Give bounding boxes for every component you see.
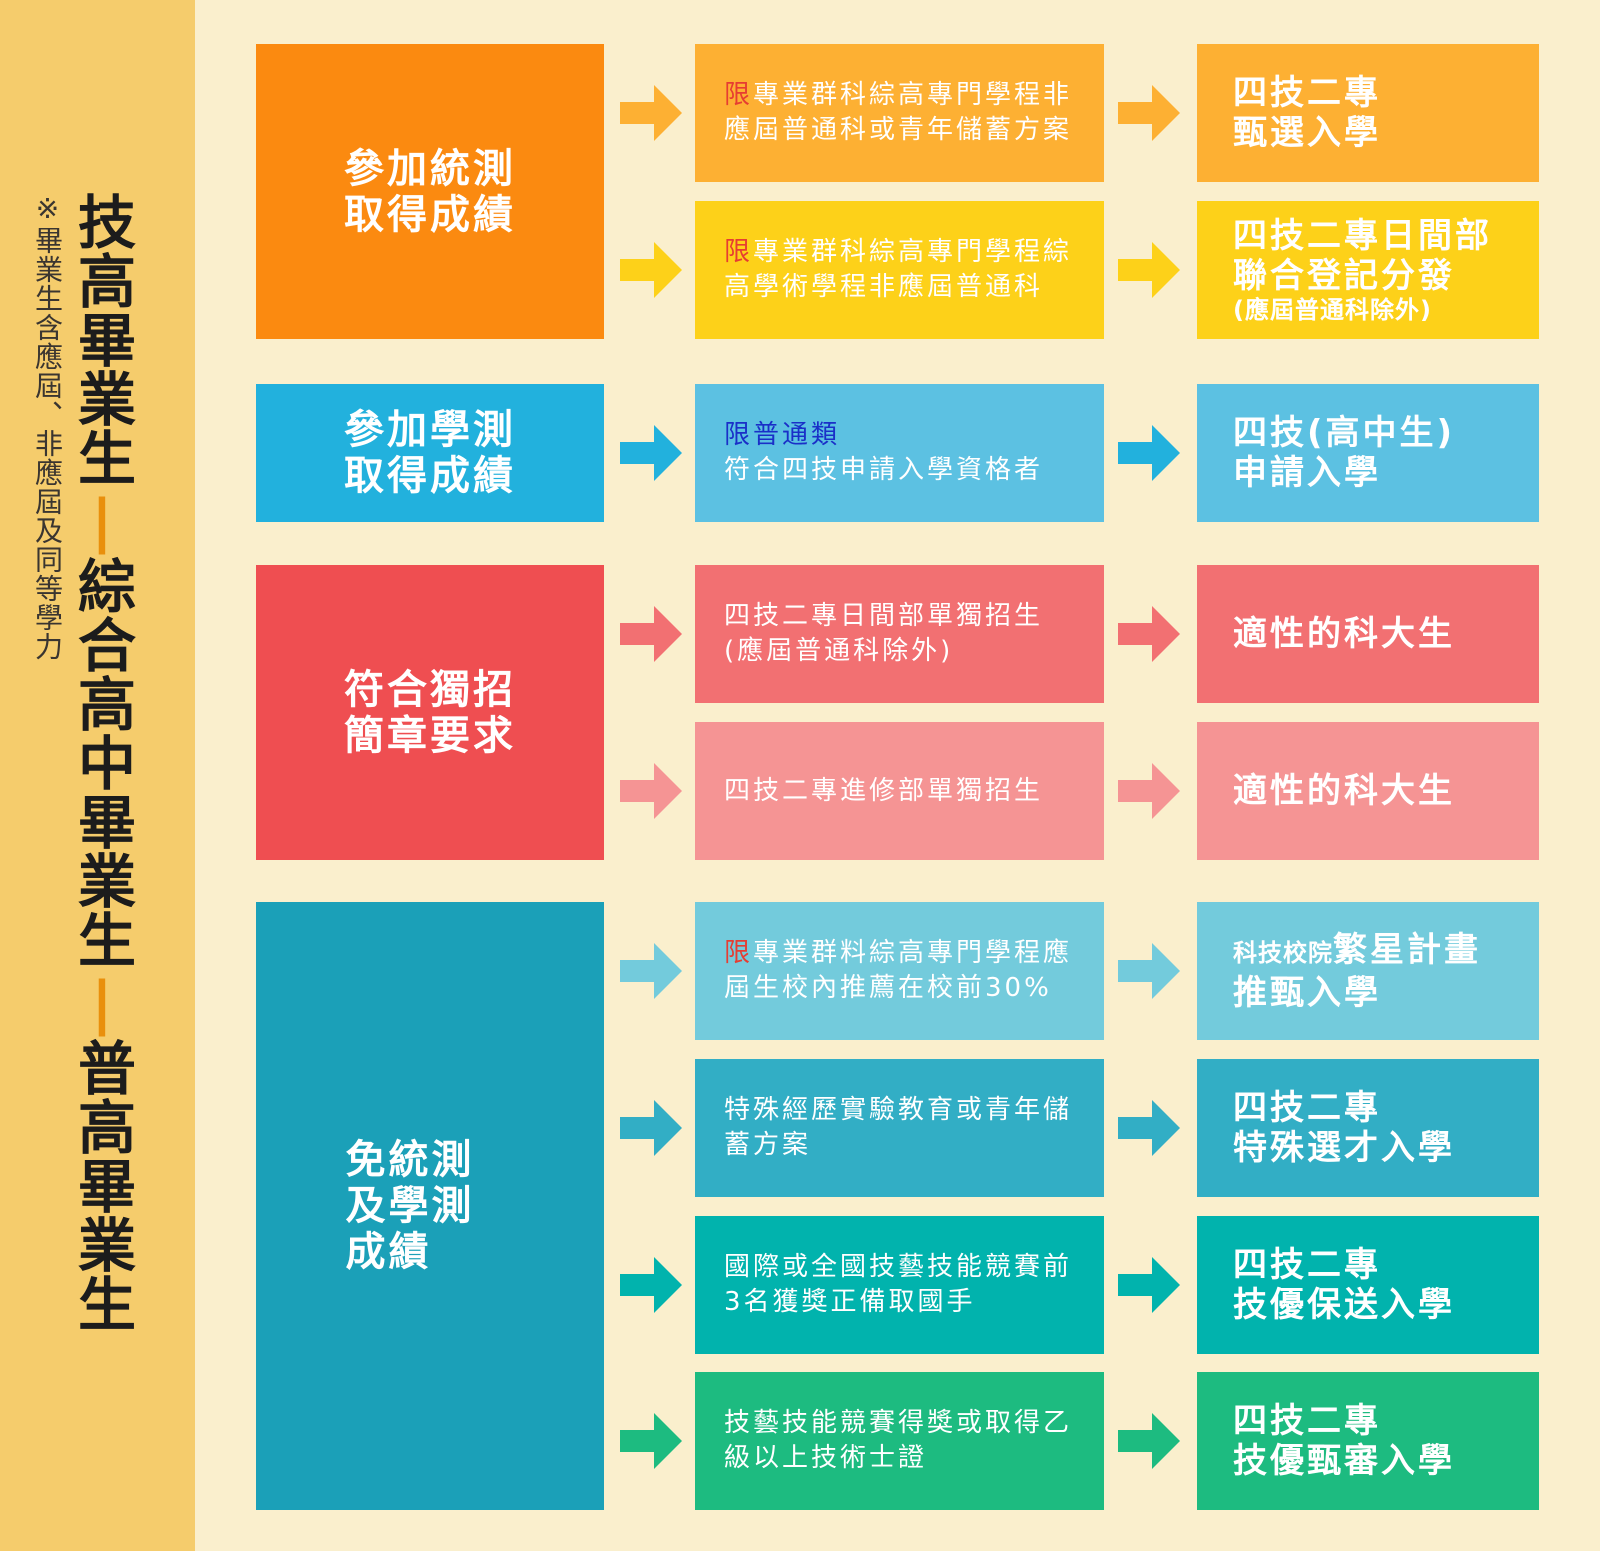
arrow-right-icon	[1118, 1413, 1180, 1469]
condition-box: 四技二專進修部單獨招生	[695, 722, 1104, 860]
condition-box: 國際或全國技藝技能競賽前 3名獲獎正備取國手	[695, 1216, 1104, 1354]
title-part-2: 綜合高中畢業生	[68, 556, 136, 969]
arrow-right-icon	[620, 85, 682, 141]
condition-text-1: 專業群科綜高專門學程綜	[753, 237, 1073, 267]
title-part-3: 普高畢業生	[68, 1038, 136, 1333]
title-part-1: 技高畢業生	[68, 192, 136, 487]
arrow-right-icon	[620, 763, 682, 819]
result-text-2: 技優保送入學	[1233, 1285, 1455, 1325]
condition-text-2: 屆生校內推薦在校前30%	[724, 973, 1052, 1003]
arrow-right-icon	[620, 1413, 682, 1469]
result-text-2: 聯合登記分發	[1233, 256, 1455, 296]
result-box: 四技二專 技優甄審入學	[1197, 1372, 1539, 1510]
result-box: 四技二專 甄選入學	[1197, 44, 1539, 182]
result-text-1: 四技二專	[1233, 1245, 1381, 1285]
condition-text-1: 國際或全國技藝技能競賽前	[724, 1252, 1073, 1282]
result-text-2: 特殊選才入學	[1233, 1128, 1455, 1168]
condition-text-1: 專業群料綜高專門學程應	[753, 938, 1073, 968]
condition-prefix: 限	[724, 80, 754, 110]
arrow-right-icon	[1118, 763, 1180, 819]
condition-prefix: 限普通類	[724, 420, 841, 450]
arrow-right-icon	[620, 1257, 682, 1313]
condition-box: 技藝技能競賽得獎或取得乙 級以上技術士證	[695, 1372, 1104, 1510]
category-box: 符合獨招 簡章要求	[256, 565, 604, 860]
category-box: 參加統測 取得成績	[256, 44, 604, 339]
condition-text-2: 級以上技術士證	[724, 1443, 928, 1473]
condition-text-2: 高學術學程非應屆普通科	[724, 272, 1044, 302]
condition-text-1: 專業群科綜高專門學程非	[753, 80, 1073, 110]
condition-prefix: 限	[724, 237, 754, 267]
condition-text-2: 3名獲獎正備取國手	[724, 1287, 976, 1317]
diagram-title: 技高畢業生|綜合高中畢業生|普高畢業生	[68, 192, 136, 1333]
arrow-right-icon	[1118, 1257, 1180, 1313]
arrow-right-icon	[1118, 85, 1180, 141]
eligibility-note: ※畢業生含應屆、非應屆及同等學力	[31, 192, 64, 661]
condition-text-1: 技藝技能競賽得獎或取得乙	[724, 1408, 1073, 1438]
arrow-right-icon	[620, 425, 682, 481]
condition-text-1: 四技二專進修部單獨招生	[724, 775, 1044, 806]
result-box: 四技二專 特殊選才入學	[1197, 1059, 1539, 1197]
result-box: 科技校院繁星計畫 推甄入學	[1197, 902, 1539, 1040]
arrow-right-icon	[1118, 606, 1180, 662]
result-text-2: 技優甄審入學	[1233, 1441, 1455, 1481]
condition-box: 四技二專日間部單獨招生 (應屆普通科除外)	[695, 565, 1104, 703]
title-dash-1: |	[68, 487, 136, 556]
condition-box: 限專業群科綜高專門學程綜 高學術學程非應屆普通科	[695, 201, 1104, 339]
result-text-2: 推甄入學	[1233, 972, 1381, 1013]
condition-text-2: 蓄方案	[724, 1130, 812, 1160]
condition-text-1: 特殊經歷實驗教育或青年儲	[724, 1095, 1073, 1125]
arrow-right-icon	[1118, 242, 1180, 298]
category-box: 免統測 及學測 成績	[256, 902, 604, 1510]
result-text-1: 四技二專	[1233, 73, 1381, 113]
result-note: (應屆普通科除外)	[1233, 296, 1432, 324]
result-small-label: 科技校院	[1233, 938, 1333, 967]
result-box: 四技(高中生) 申請入學	[1197, 384, 1539, 522]
condition-box: 限普通類 符合四技申請入學資格者	[695, 384, 1104, 522]
condition-text-2: 應屆普通科或青年儲蓄方案	[724, 115, 1073, 145]
arrow-right-icon	[620, 943, 682, 999]
arrow-right-icon	[1118, 425, 1180, 481]
result-text-1: 四技二專	[1233, 1088, 1381, 1128]
condition-text-1: 四技二專日間部單獨招生	[724, 601, 1044, 631]
result-text-1: 適性的科大生	[1233, 614, 1455, 654]
result-box: 適性的科大生	[1197, 722, 1539, 860]
result-box: 適性的科大生	[1197, 565, 1539, 703]
arrow-right-icon	[1118, 943, 1180, 999]
result-box: 四技二專 技優保送入學	[1197, 1216, 1539, 1354]
result-text-1: 四技二專	[1233, 1401, 1381, 1441]
condition-text-2: (應屆普通科除外)	[724, 636, 954, 666]
arrow-right-icon	[620, 242, 682, 298]
result-text-2: 甄選入學	[1233, 113, 1381, 153]
result-text-1: 適性的科大生	[1233, 771, 1455, 811]
condition-box: 特殊經歷實驗教育或青年儲 蓄方案	[695, 1059, 1104, 1197]
title-dash-2: |	[68, 969, 136, 1038]
result-text-1: 四技二專日間部	[1233, 216, 1492, 256]
result-box: 四技二專日間部 聯合登記分發 (應屆普通科除外)	[1197, 201, 1539, 339]
condition-box: 限專業群科綜高專門學程非 應屆普通科或青年儲蓄方案	[695, 44, 1104, 182]
arrow-right-icon	[620, 606, 682, 662]
condition-box: 限專業群料綜高專門學程應 屆生校內推薦在校前30%	[695, 902, 1104, 1040]
condition-prefix: 限	[724, 938, 754, 968]
result-text-2: 申請入學	[1233, 453, 1381, 493]
arrow-right-icon	[1118, 1100, 1180, 1156]
sidebar: ※畢業生含應屆、非應屆及同等學力 技高畢業生|綜合高中畢業生|普高畢業生	[0, 0, 195, 1551]
category-box: 參加學測 取得成績	[256, 384, 604, 522]
arrow-right-icon	[620, 1100, 682, 1156]
condition-text-2: 符合四技申請入學資格者	[724, 455, 1044, 485]
result-text-1: 四技(高中生)	[1233, 413, 1456, 453]
result-text-1: 繁星計畫	[1333, 929, 1481, 970]
